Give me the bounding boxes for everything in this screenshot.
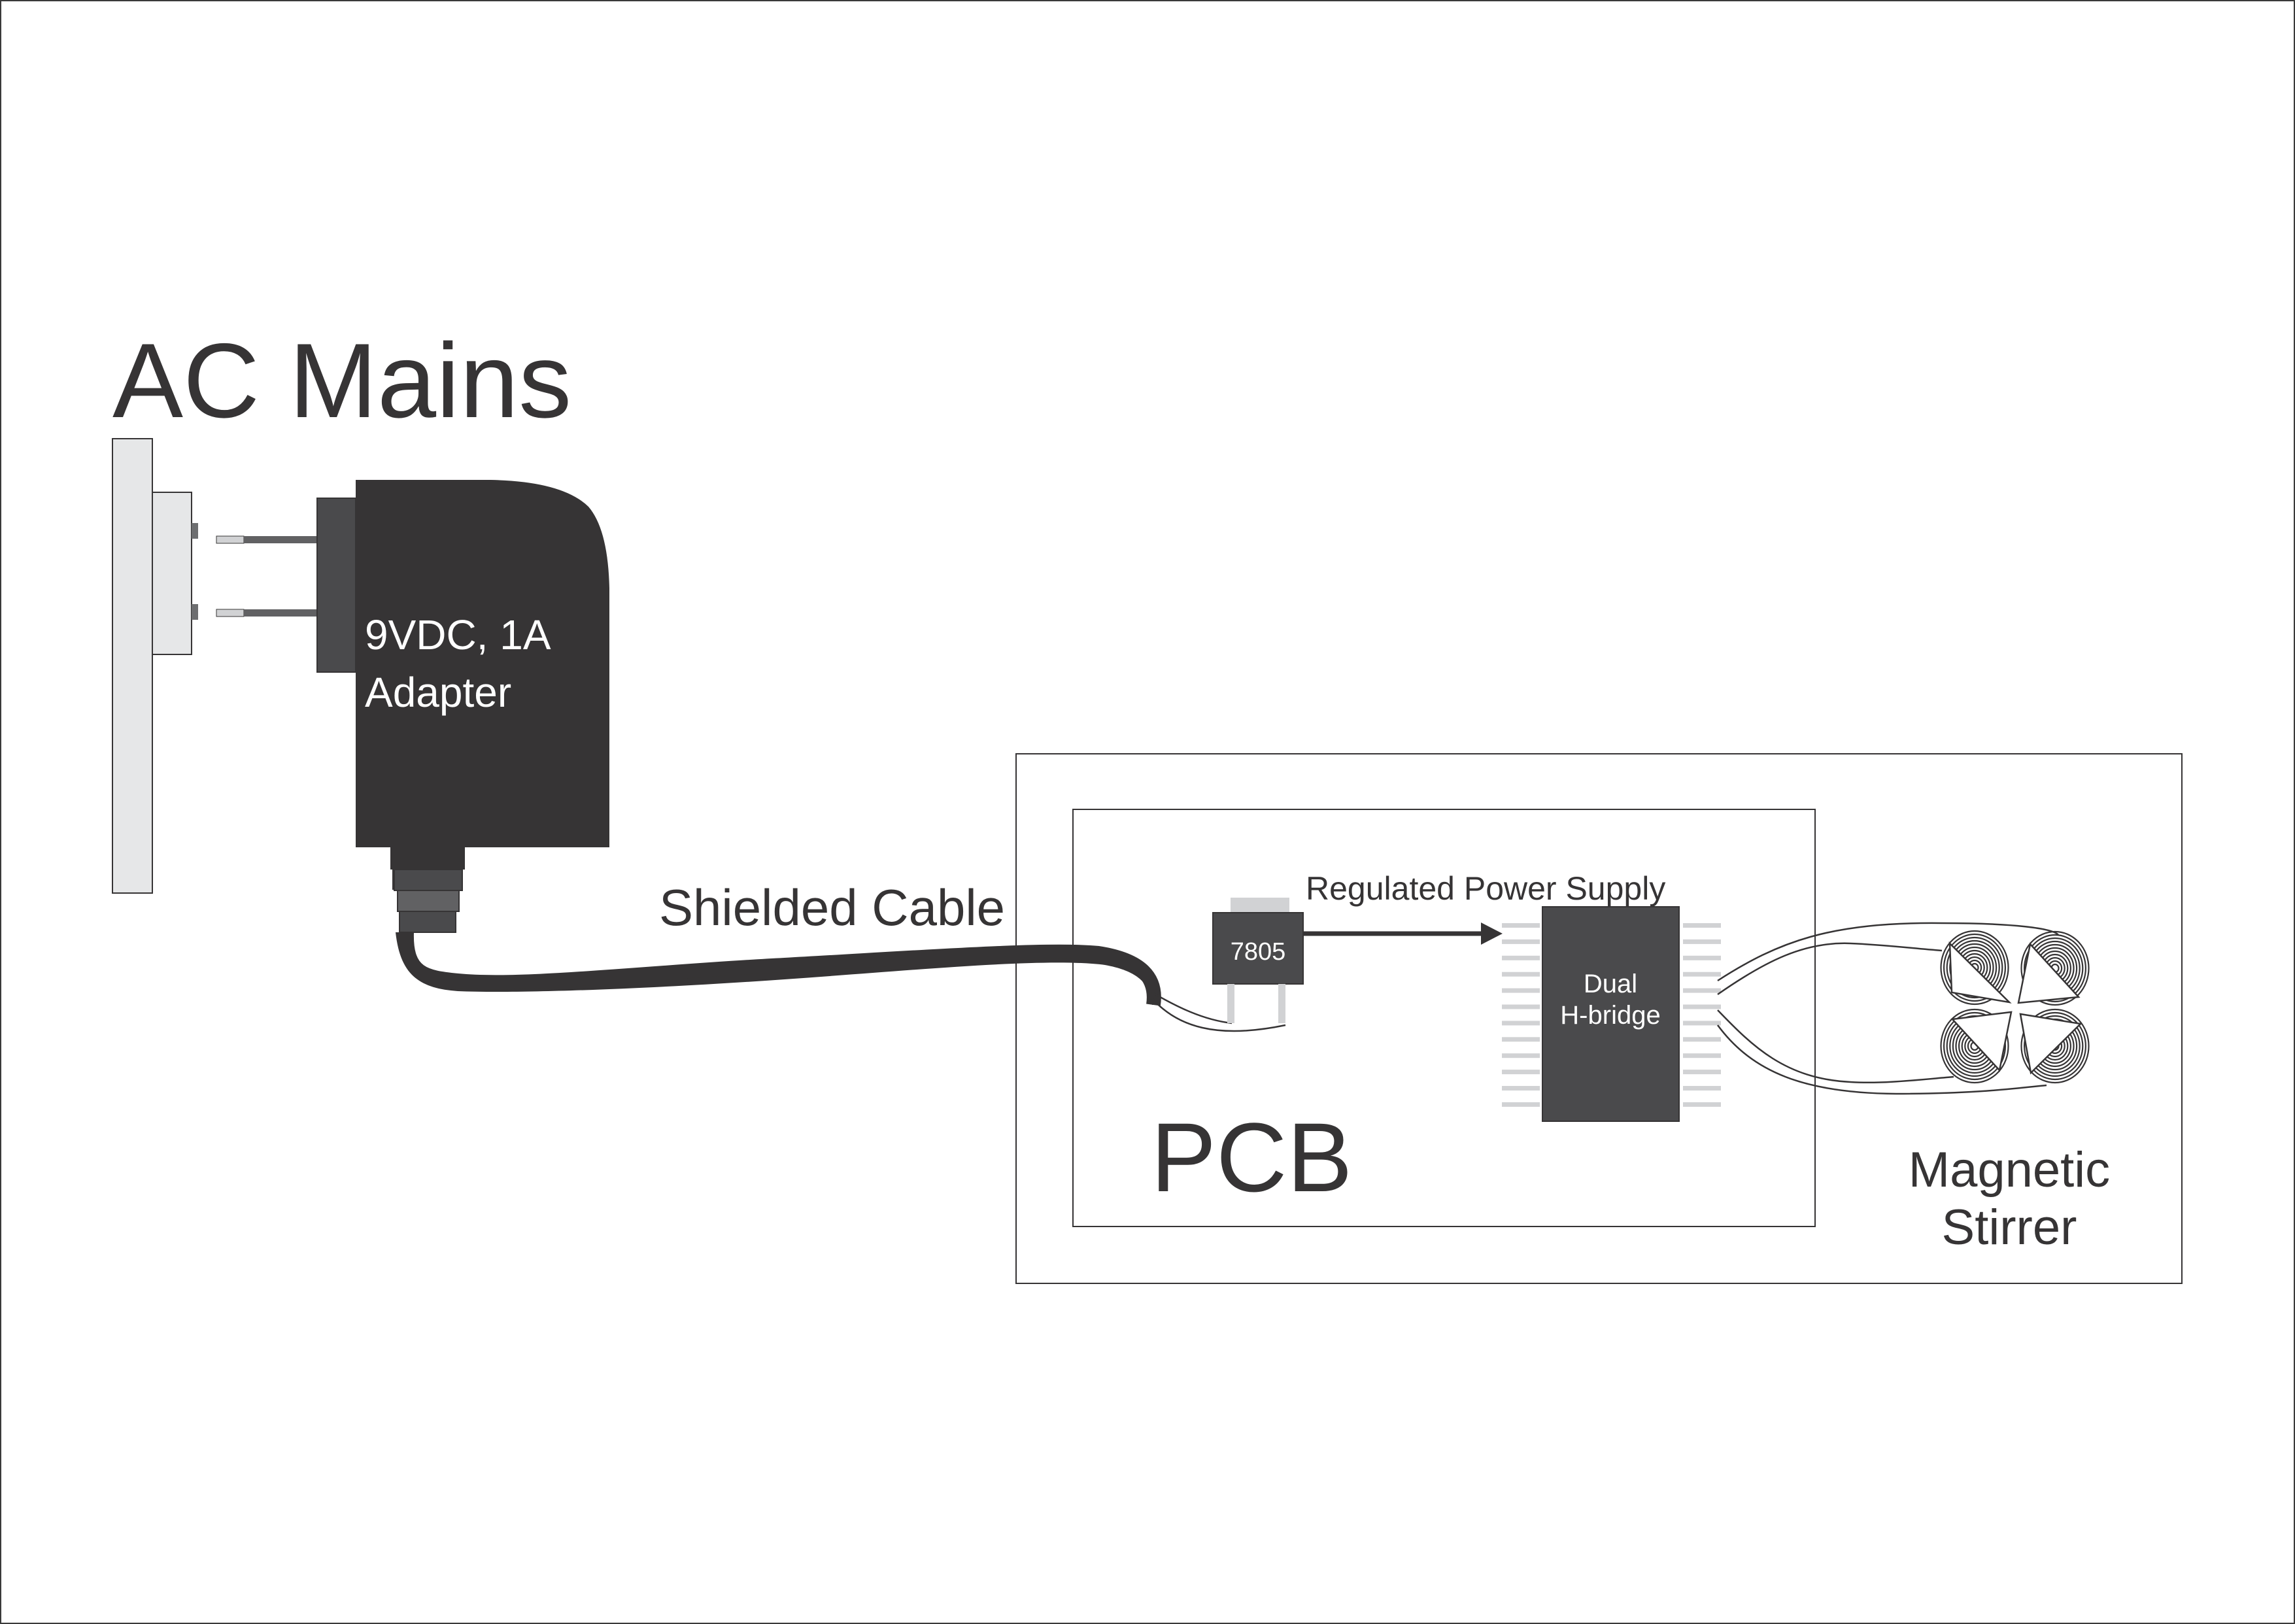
strain-relief-ring-2 [397,890,460,912]
wall-socket [112,438,198,894]
wire-to-regulator-1 [1151,991,1232,1024]
socket-hole-top [192,523,198,539]
hbridge-pin-left-9 [1502,1053,1540,1058]
coil-2 [2017,930,2090,1006]
hbridge-pin-right-6 [1683,1004,1721,1009]
strain-relief-ring-1 [394,869,463,891]
hbridge-pin-right-3 [1683,955,1721,960]
coil-3 [1940,1008,2013,1084]
prong-tip-bottom [216,609,245,617]
supply-arrowhead-icon [1481,922,1503,945]
hbridge-pin-left-6 [1502,1004,1540,1009]
wire-to-regulator-2 [1151,998,1286,1032]
dual-h-bridge-chip: Dual H-bridge [1502,906,1721,1122]
hbridge-pin-left-7 [1502,1021,1540,1026]
magnet-triangle [2017,942,2081,1004]
adapter-neck [390,847,465,870]
hbridge-pin-right-1 [1683,923,1721,928]
coil-winding [1940,1008,2009,1084]
coil-winding [1943,933,2007,1002]
hbridge-label-line2: H-bridge [1560,1001,1660,1030]
coil-4 [2019,1008,2090,1084]
hbridge-pin-right-4 [1683,972,1721,977]
hbridge-pins [1502,923,1721,1107]
coil-wire-1 [1717,922,2059,982]
hbridge-pin-right-9 [1683,1053,1721,1058]
coil-wire-4 [1716,1024,2047,1095]
hbridge-pin-left-1 [1502,923,1540,928]
hbridge-pin-right-12 [1683,1102,1721,1107]
stirrer-label-line1: Magnetic [1909,1142,2110,1198]
ac-mains-title: AC Mains [112,322,571,440]
prong-bottom [244,609,317,617]
magnet-triangle [1950,1011,2013,1072]
socket-hole-bottom [192,604,198,620]
hbridge-pin-left-3 [1502,955,1540,960]
enclosure-box [1015,753,2183,1284]
cable-label: Shielded Cable [659,879,1005,936]
voltage-regulator-7805: 7805 [1212,898,1304,1023]
coil-winding [1946,936,2003,999]
hbridge-pin-left-11 [1502,1086,1540,1091]
adapter-rating-label: 9VDC, 1A [365,611,551,658]
hbridge-label-line1: Dual [1584,970,1637,998]
regulator-body [1212,912,1304,985]
hbridge-pin-left-2 [1502,939,1540,944]
supply-label: Regulated Power Supply [1306,870,1665,907]
coil-winding [2023,934,2087,1003]
coil-winding [1940,930,2009,1006]
plug-prongs [216,535,317,617]
pcb-board [1072,809,1816,1227]
coil-winding [2020,930,2090,1006]
plug-base [316,498,356,673]
regulator-pin-2 [1278,984,1285,1023]
hbridge-pin-left-5 [1502,988,1540,993]
prong-top [244,536,317,543]
coil-winding [2020,1008,2090,1084]
hbridge-pin-right-7 [1683,1021,1721,1026]
hbridge-pin-left-12 [1502,1102,1540,1107]
coil-wires [1716,922,2059,1095]
hbridge-body [1542,906,1680,1122]
adapter-name-label: Adapter [365,669,511,716]
hbridge-pin-left-10 [1502,1070,1540,1075]
coil-wire-2 [1717,942,1943,996]
hbridge-pin-right-8 [1683,1037,1721,1042]
coil-1 [1940,930,2012,1006]
hbridge-pin-right-11 [1683,1086,1721,1091]
power-adapter: 9VDC, 1A Adapter [316,480,609,933]
stirrer-label-line2: Stirrer [1942,1200,2077,1255]
hbridge-pin-right-5 [1683,988,1721,993]
pcb-label: PCB [1151,1102,1352,1212]
magnetic-stirrer-coils [1940,930,2090,1084]
hbridge-pin-right-2 [1683,939,1721,944]
regulator-label: 7805 [1231,938,1286,966]
regulator-tab [1231,898,1289,913]
coil-winding [1943,1011,2007,1081]
coil-winding [2023,1011,2087,1081]
socket-block [152,492,192,655]
regulator-pin-1 [1227,984,1234,1023]
hbridge-pin-left-8 [1502,1037,1540,1042]
coil-wire-3 [1717,1009,1954,1084]
prong-tip-top [216,535,245,544]
strain-relief-ring-3 [399,911,456,933]
hbridge-pin-right-10 [1683,1070,1721,1075]
hbridge-pin-left-4 [1502,972,1540,977]
adapter-body [356,480,609,847]
shielded-cable-stroke [399,932,1161,1006]
magnet-triangle [2019,1013,2082,1075]
magnet-triangle [1948,941,2012,1004]
wall-plate [112,438,153,894]
